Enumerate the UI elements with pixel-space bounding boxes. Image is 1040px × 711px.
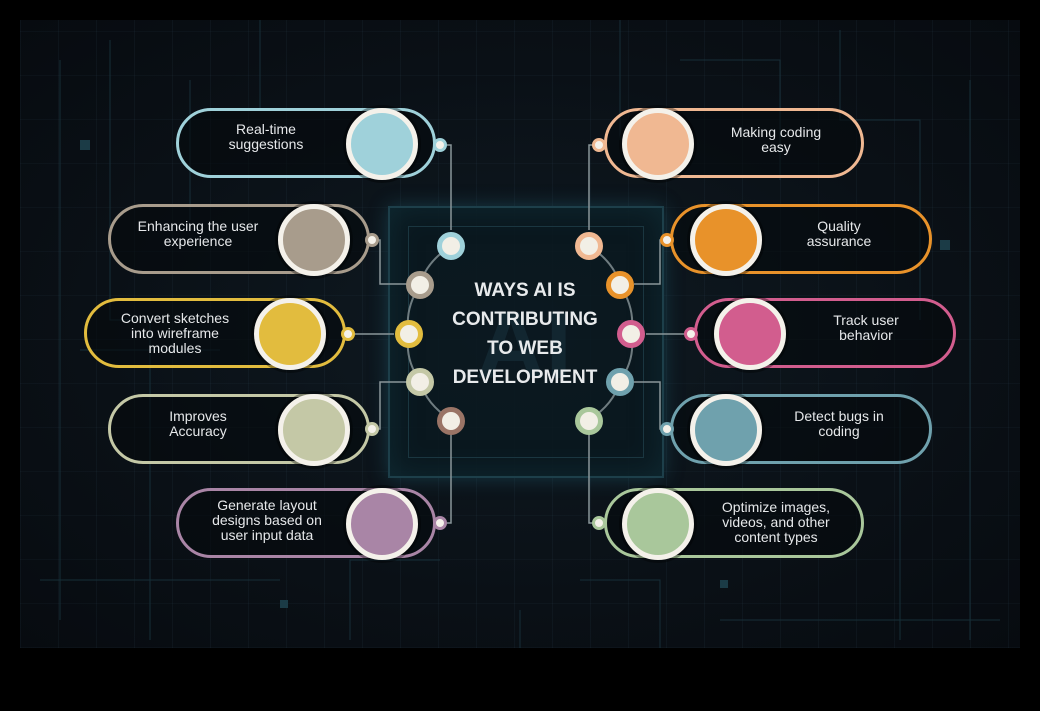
right-item-3-circle-icon (714, 298, 786, 370)
node-brown-icon (437, 407, 465, 435)
left-item-2-circle-icon (278, 204, 350, 276)
left-item-3-circle-icon (254, 298, 326, 370)
right-item-2-connector-icon (660, 233, 674, 247)
left-item-5-connector-icon (433, 516, 447, 530)
right-item-3-connector-icon (684, 327, 698, 341)
node-taupe-icon (406, 271, 434, 299)
right-item-5-circle-icon (622, 488, 694, 560)
right-item-4-connector-icon (660, 422, 674, 436)
right-item-5-connector-icon (592, 516, 606, 530)
node-mint-icon (575, 407, 603, 435)
title-line-3: TO WEB (487, 338, 563, 359)
left-item-3-connector-icon (341, 327, 355, 341)
left-item-1-connector-icon (433, 138, 447, 152)
node-sky-icon (437, 232, 465, 260)
node-teal-icon (606, 368, 634, 396)
right-item-1-circle-icon (622, 108, 694, 180)
title-line-4: DEVELOPMENT (452, 367, 598, 388)
left-item-5-circle-icon (346, 488, 418, 560)
left-item-4-connector-icon (365, 422, 379, 436)
node-mustard-icon (395, 320, 423, 348)
left-item-4-circle-icon (278, 394, 350, 466)
right-item-2-circle-icon (690, 204, 762, 276)
node-orange-icon (606, 271, 634, 299)
right-item-4-circle-icon (690, 394, 762, 466)
node-peach-icon (575, 232, 603, 260)
node-pink-icon (617, 320, 645, 348)
left-item-2-connector-icon (365, 233, 379, 247)
ai-watermark: AI (476, 292, 572, 399)
left-item-1-circle-icon (346, 108, 418, 180)
title-line-2: CONTRIBUTING (452, 309, 598, 330)
node-sage-icon (406, 368, 434, 396)
central-chip (388, 206, 664, 478)
right-item-1-connector-icon (592, 138, 606, 152)
center-title: WAYS AI IS CONTRIBUTING TO WEB DEVELOPME… (430, 276, 620, 392)
title-line-1: WAYS AI IS (474, 280, 576, 301)
